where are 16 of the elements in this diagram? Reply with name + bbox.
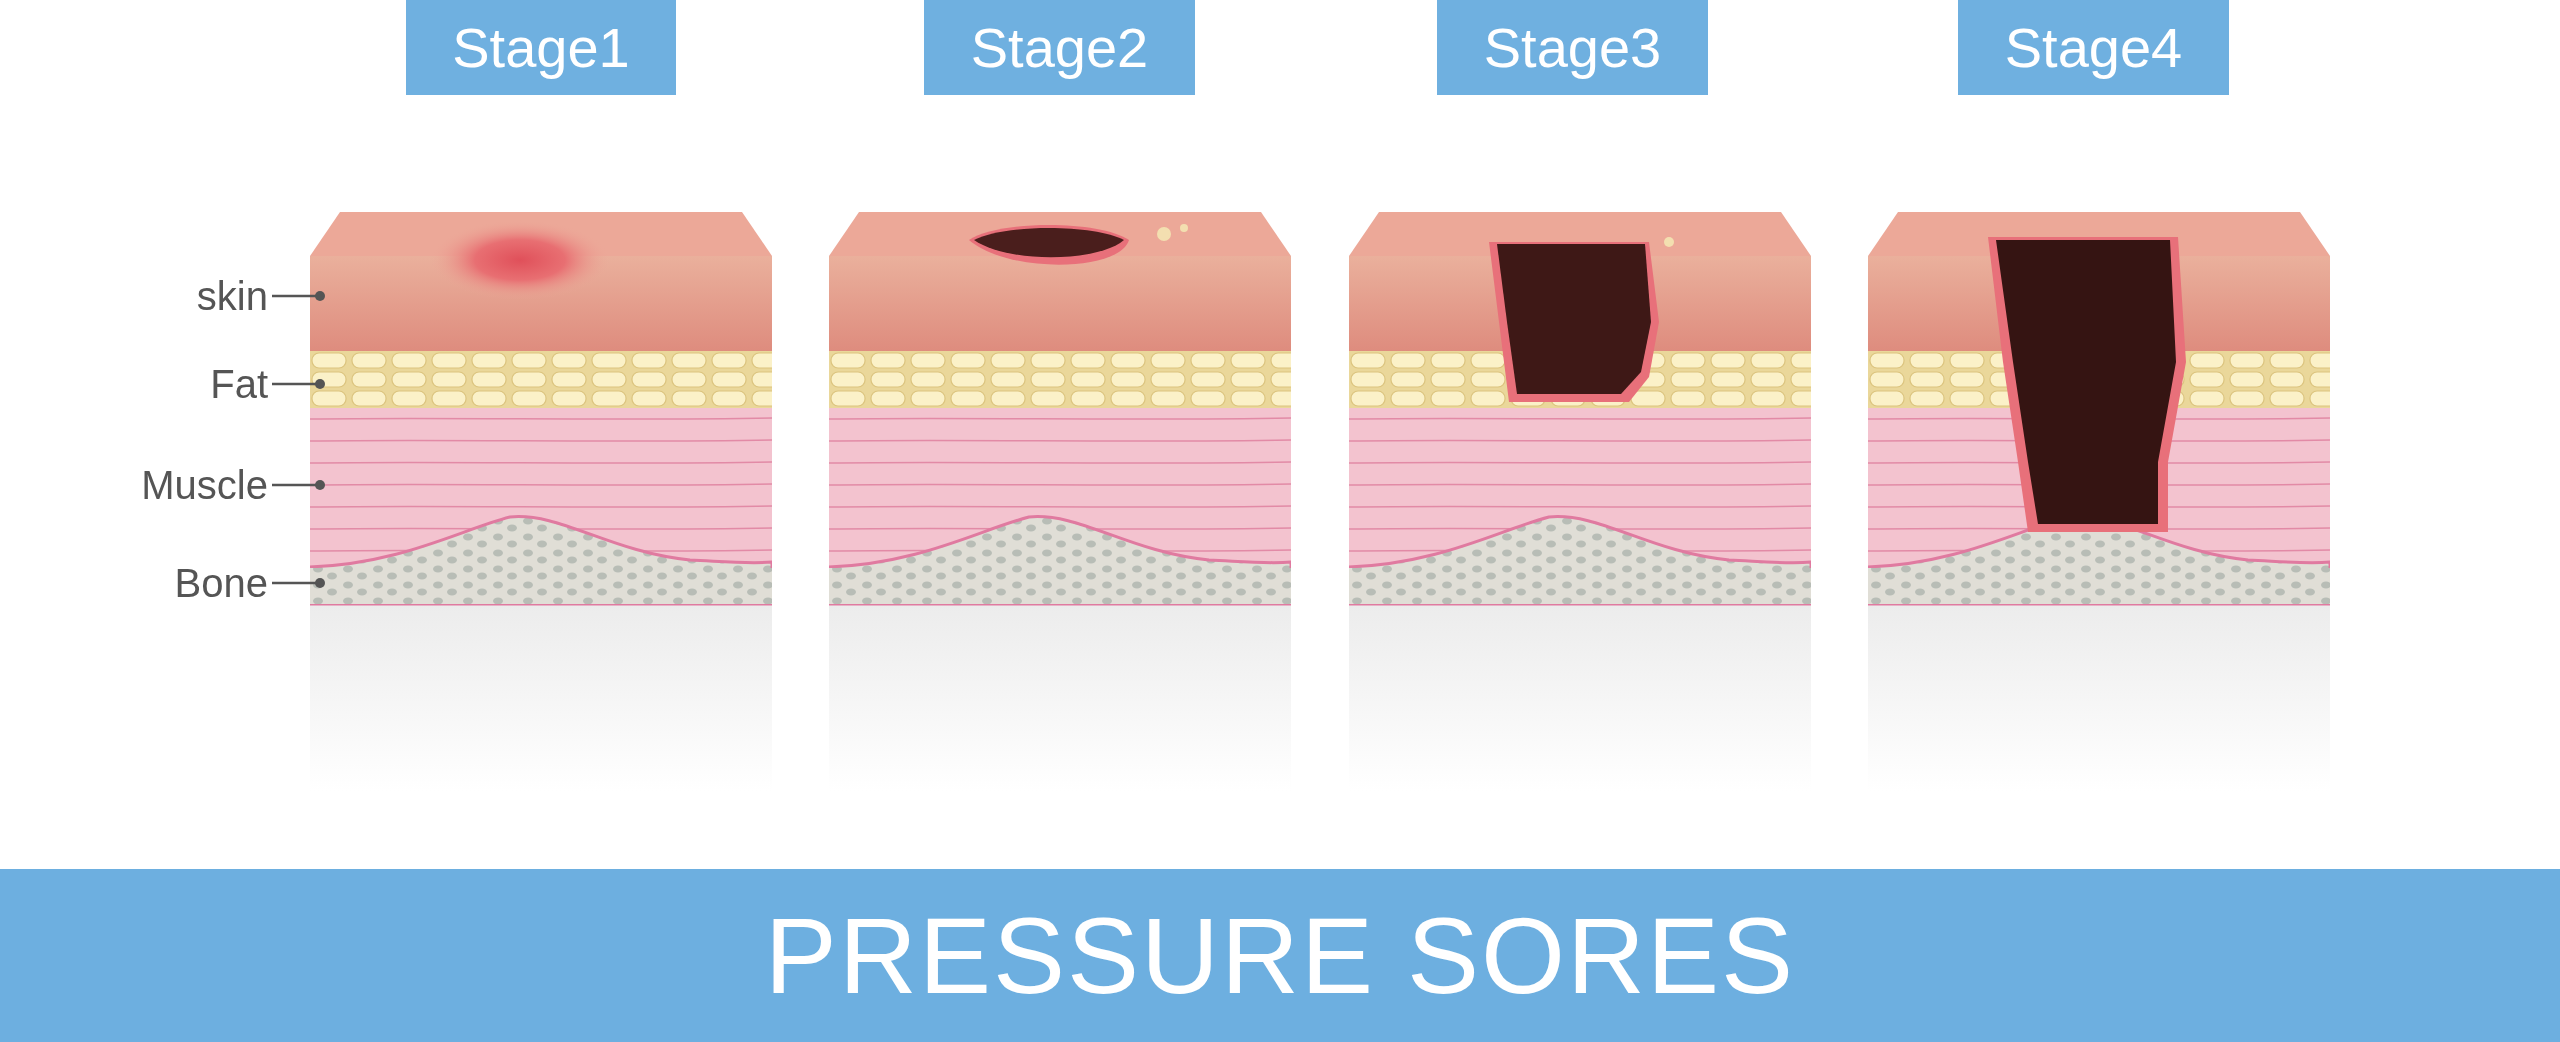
layer-label: Muscle — [60, 465, 268, 505]
bone-layer — [310, 568, 772, 604]
layer-label: Bone — [100, 563, 268, 603]
layer-label: Fat — [100, 364, 268, 404]
title: PRESSURE SORES — [764, 894, 1796, 1018]
leader-line — [272, 379, 325, 389]
stage-label: Stage1 — [406, 0, 676, 95]
leader-line — [272, 578, 325, 588]
leader-line — [272, 291, 325, 301]
layer-label: skin — [100, 276, 268, 316]
leader-line — [272, 480, 325, 490]
stage-label: Stage2 — [924, 0, 1195, 95]
muscle-layer — [310, 408, 772, 567]
fat-layer — [310, 351, 772, 408]
stage-label: Stage4 — [1958, 0, 2229, 95]
stage-label: Stage3 — [1437, 0, 1708, 95]
